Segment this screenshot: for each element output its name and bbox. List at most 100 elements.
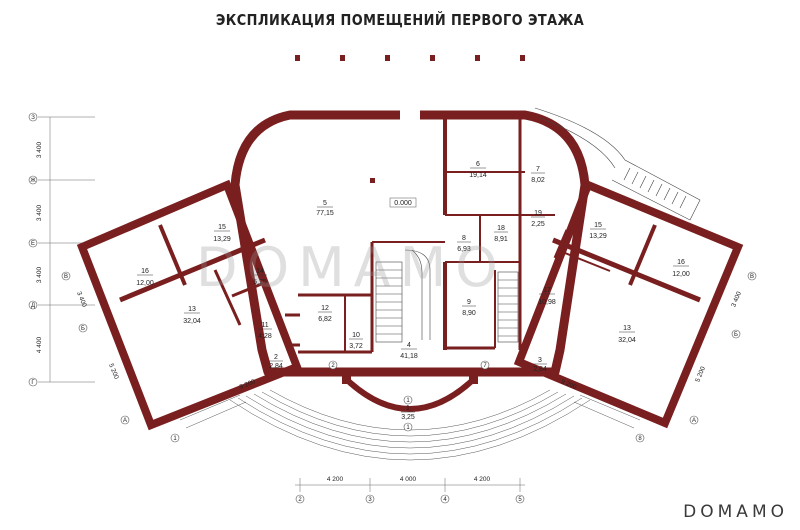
bottom-axis-lines (295, 478, 525, 492)
axis-labels: З Ж Е Д Г В Б А В Б А 2 3 4 5 1 8 2 7 1 … (30, 115, 754, 503)
axis-letter: Ж (30, 178, 36, 184)
room-label: 103,72 (349, 332, 363, 350)
svg-text:13,29: 13,29 (213, 236, 231, 243)
svg-text:8,91: 8,91 (494, 236, 508, 243)
axis-letter: Г (31, 380, 35, 386)
svg-text:15: 15 (218, 224, 226, 231)
room-labels: 13,25 22,84 32,84 441,18 577,15 619,14 7… (136, 161, 690, 421)
axis-number: 1 (173, 436, 177, 442)
left-wing (76, 179, 303, 431)
svg-text:5,75: 5,75 (253, 279, 267, 286)
room-label: 86,93 (457, 235, 471, 253)
axis-number: 1 (406, 398, 410, 404)
dimension-label: 9 200 (560, 378, 578, 391)
svg-text:3,25: 3,25 (401, 414, 415, 421)
axis-number: 1 (406, 425, 410, 431)
room-label: 126,82 (318, 305, 332, 323)
svg-text:12,00: 12,00 (672, 271, 690, 278)
main-staircase (375, 249, 519, 343)
svg-text:77,15: 77,15 (316, 210, 334, 217)
right-outer-staircase (534, 107, 701, 221)
dimension-label: 4 200 (327, 476, 344, 483)
svg-text:18: 18 (497, 225, 505, 232)
axis-number: 8 (638, 436, 642, 442)
axis-number: 2 (331, 363, 335, 369)
axis-letter: А (692, 418, 696, 424)
svg-text:2,84: 2,84 (533, 366, 547, 373)
room-label: 16 12,00 (136, 268, 154, 287)
svg-text:13,29: 13,29 (589, 233, 607, 240)
axis-letter: Е (31, 241, 35, 247)
axis-letter: З (31, 115, 35, 121)
room-label: 16 12,00 (672, 259, 690, 278)
dimension-label: 5 200 (694, 365, 707, 383)
svg-text:17: 17 (543, 287, 551, 294)
svg-text:6,82: 6,82 (318, 316, 332, 323)
svg-text:2,84: 2,84 (269, 363, 283, 370)
facade-columns (295, 55, 525, 61)
svg-text:6: 6 (476, 161, 480, 168)
room-label: 13 32,04 (183, 306, 201, 325)
axis-number: 4 (443, 497, 447, 503)
svg-text:3,72: 3,72 (349, 343, 363, 350)
svg-text:8,90: 8,90 (462, 310, 476, 317)
watermark: DOMAMO (196, 236, 507, 299)
svg-text:12: 12 (321, 305, 329, 312)
svg-text:3: 3 (538, 357, 542, 364)
svg-text:9: 9 (467, 299, 471, 306)
svg-text:15: 15 (594, 222, 602, 229)
axis-number: 2 (298, 497, 302, 503)
dimension-label: 3 400 (75, 291, 88, 309)
axis-number: 3 (368, 497, 372, 503)
room-label: 22,84 (269, 354, 283, 370)
dimension-label: 3 400 (730, 290, 743, 308)
svg-text:10: 10 (352, 332, 360, 339)
svg-text:16: 16 (141, 268, 149, 275)
svg-text:16: 16 (677, 259, 685, 266)
axis-number: 5 (518, 497, 522, 503)
svg-text:11: 11 (261, 322, 268, 329)
room-label: 32,84 (533, 357, 547, 373)
svg-text:41,18: 41,18 (400, 353, 418, 360)
svg-text:1: 1 (406, 405, 410, 412)
axis-letter: Д (31, 303, 35, 309)
dimension-label: 3 400 (36, 141, 43, 158)
axis-letter: Б (734, 332, 738, 338)
dimension-label: 4 200 (474, 476, 491, 483)
svg-text:13: 13 (188, 306, 196, 313)
axis-letter: А (123, 418, 127, 424)
svg-text:19,14: 19,14 (469, 172, 487, 179)
room-label: 13,25 (401, 405, 415, 421)
svg-text:7: 7 (536, 166, 540, 173)
room-label: 17 10,98 (538, 287, 556, 306)
axis-bubbles (28, 112, 757, 504)
room-label: 192,25 (531, 210, 545, 228)
svg-text:4: 4 (407, 342, 411, 349)
room-label: 145,75 (253, 268, 267, 286)
page-title: ЭКСПЛИКАЦИЯ ПОМЕЩЕНИЙ ПЕРВОГО ЭТАЖА (215, 11, 585, 29)
room-label: 78,02 (531, 166, 545, 184)
axis-letter: Б (81, 326, 85, 332)
axis-letter: В (750, 274, 754, 280)
room-label: 441,18 (400, 342, 418, 360)
svg-text:2,25: 2,25 (531, 221, 545, 228)
dimension-label: 4 400 (36, 336, 43, 353)
dimension-label: 4 000 (400, 476, 417, 483)
svg-text:10,98: 10,98 (538, 299, 556, 306)
svg-text:2: 2 (274, 354, 278, 361)
room-label: 619,14 (469, 161, 487, 179)
svg-text:32,04: 32,04 (183, 318, 201, 325)
room-label: 577,15 (316, 200, 334, 217)
room-label: 98,90 (462, 299, 476, 317)
svg-text:19: 19 (534, 210, 542, 217)
room-label: 114,28 (258, 322, 272, 340)
svg-text:12,00: 12,00 (136, 280, 154, 287)
axis-number: 7 (483, 363, 487, 369)
dimension-label: 3 400 (36, 266, 43, 283)
room-label: 15 13,29 (213, 224, 231, 243)
svg-text:8,02: 8,02 (531, 177, 545, 184)
portico (342, 375, 478, 412)
